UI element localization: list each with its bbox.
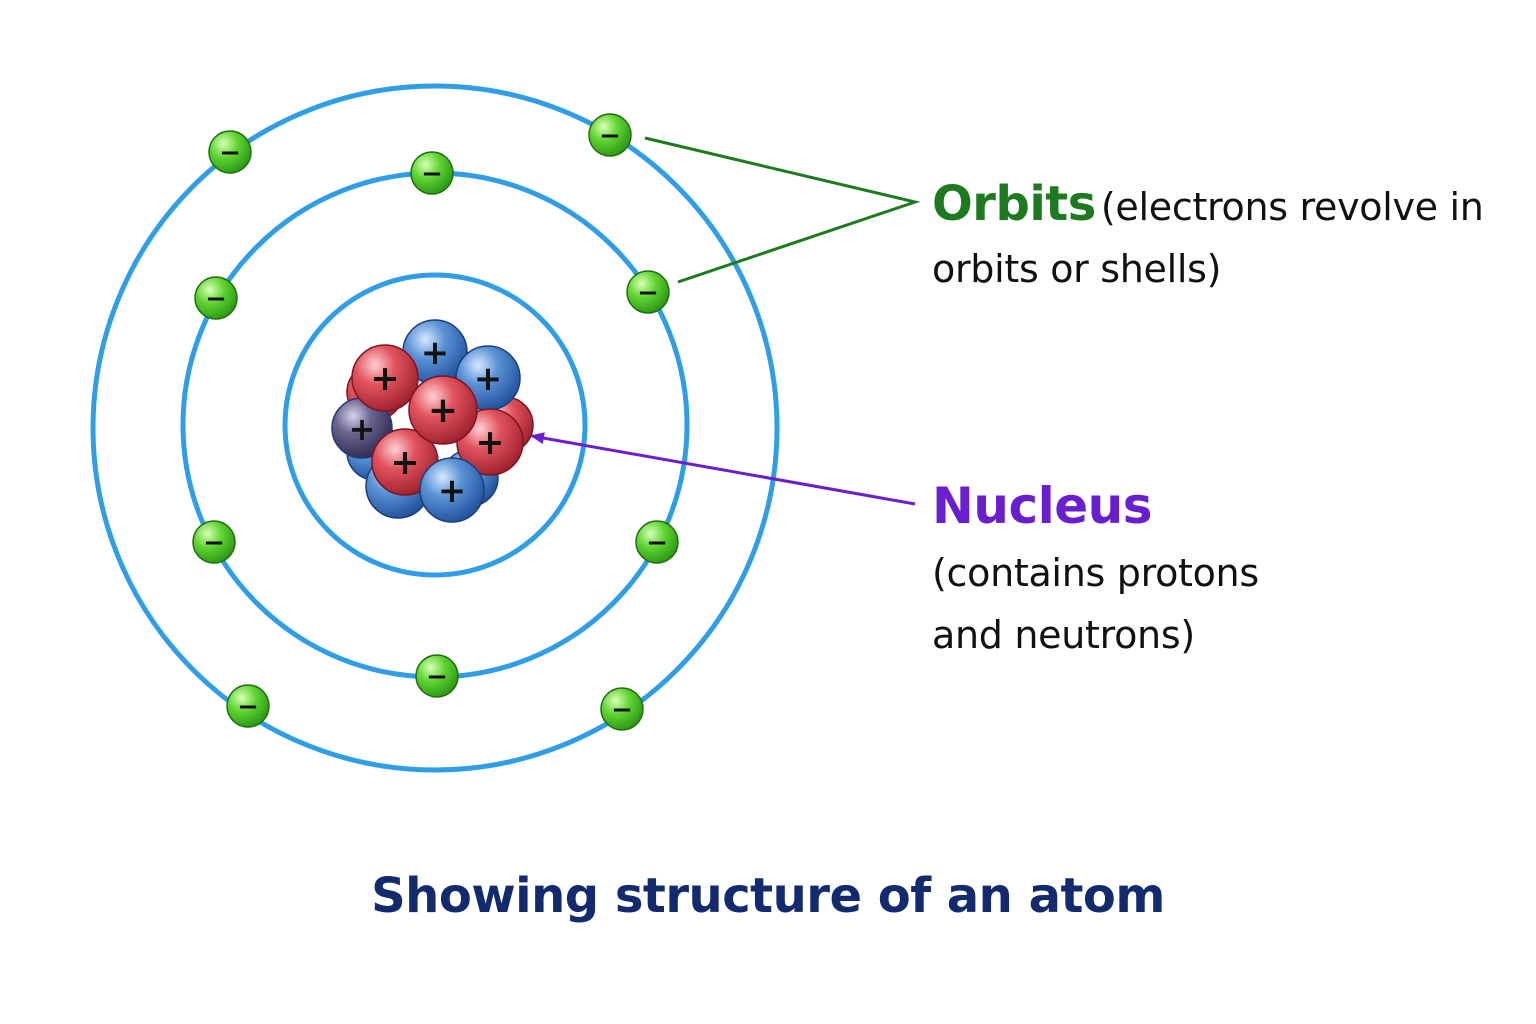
proton-plus-sign: +: [349, 410, 376, 448]
proton-plus-sign: +: [370, 359, 399, 399]
electron-6: −: [192, 520, 236, 564]
electron-8: −: [415, 654, 459, 698]
neutron-12: +: [419, 457, 485, 523]
electron-9: −: [226, 684, 270, 728]
leader-lines: [530, 136, 921, 506]
electrons: − − − − − − − − − −: [192, 113, 679, 731]
orbits-label-title: Orbits: [932, 176, 1096, 232]
nucleus-label: Nucleus (contains protons and neutrons): [932, 474, 1492, 666]
electron-5: −: [626, 270, 670, 314]
diagram-caption: Showing structure of an atom: [371, 868, 1165, 924]
proton-plus-sign: +: [438, 471, 467, 511]
nucleus-label-description: (contains protons and neutrons): [932, 551, 1259, 657]
neutron-5: +: [402, 319, 468, 385]
orbit-outer: [90, 83, 780, 773]
proton-13: +: [408, 375, 478, 445]
proton-8: +: [351, 344, 419, 412]
nucleus-leader-arrow: [530, 432, 916, 506]
electron-2: −: [588, 113, 632, 157]
electron-minus-sign: −: [599, 121, 621, 151]
electron-10: −: [600, 687, 644, 731]
electron-minus-sign: −: [421, 159, 443, 189]
electron-7: −: [635, 520, 679, 564]
electron-3: −: [410, 151, 454, 195]
nucleus-label-title: Nucleus: [932, 477, 1153, 535]
electron-minus-sign: −: [646, 528, 668, 558]
orbits-leader-line: [644, 136, 921, 284]
nucleus: ++++++++: [331, 319, 534, 523]
proton-plus-sign: +: [428, 390, 458, 431]
orbits-label-description: (electrons revolve in orbits or shells): [932, 185, 1484, 291]
electron-minus-sign: −: [237, 692, 259, 722]
orbits-label: Orbits (electrons revolve in orbits or s…: [932, 176, 1522, 300]
electron-minus-sign: −: [426, 662, 448, 692]
electron-1: −: [208, 130, 252, 174]
orbit-inner: [282, 272, 588, 578]
electron-minus-sign: −: [611, 695, 633, 725]
electron-minus-sign: −: [205, 284, 227, 314]
proton-plus-sign: +: [390, 443, 419, 483]
electron-minus-sign: −: [203, 528, 225, 558]
electron-minus-sign: −: [219, 138, 241, 168]
proton-plus-sign: +: [475, 423, 504, 463]
proton-plus-sign: +: [474, 359, 503, 399]
proton-plus-sign: +: [421, 333, 450, 373]
electron-minus-sign: −: [637, 278, 659, 308]
electron-4: −: [194, 276, 238, 320]
